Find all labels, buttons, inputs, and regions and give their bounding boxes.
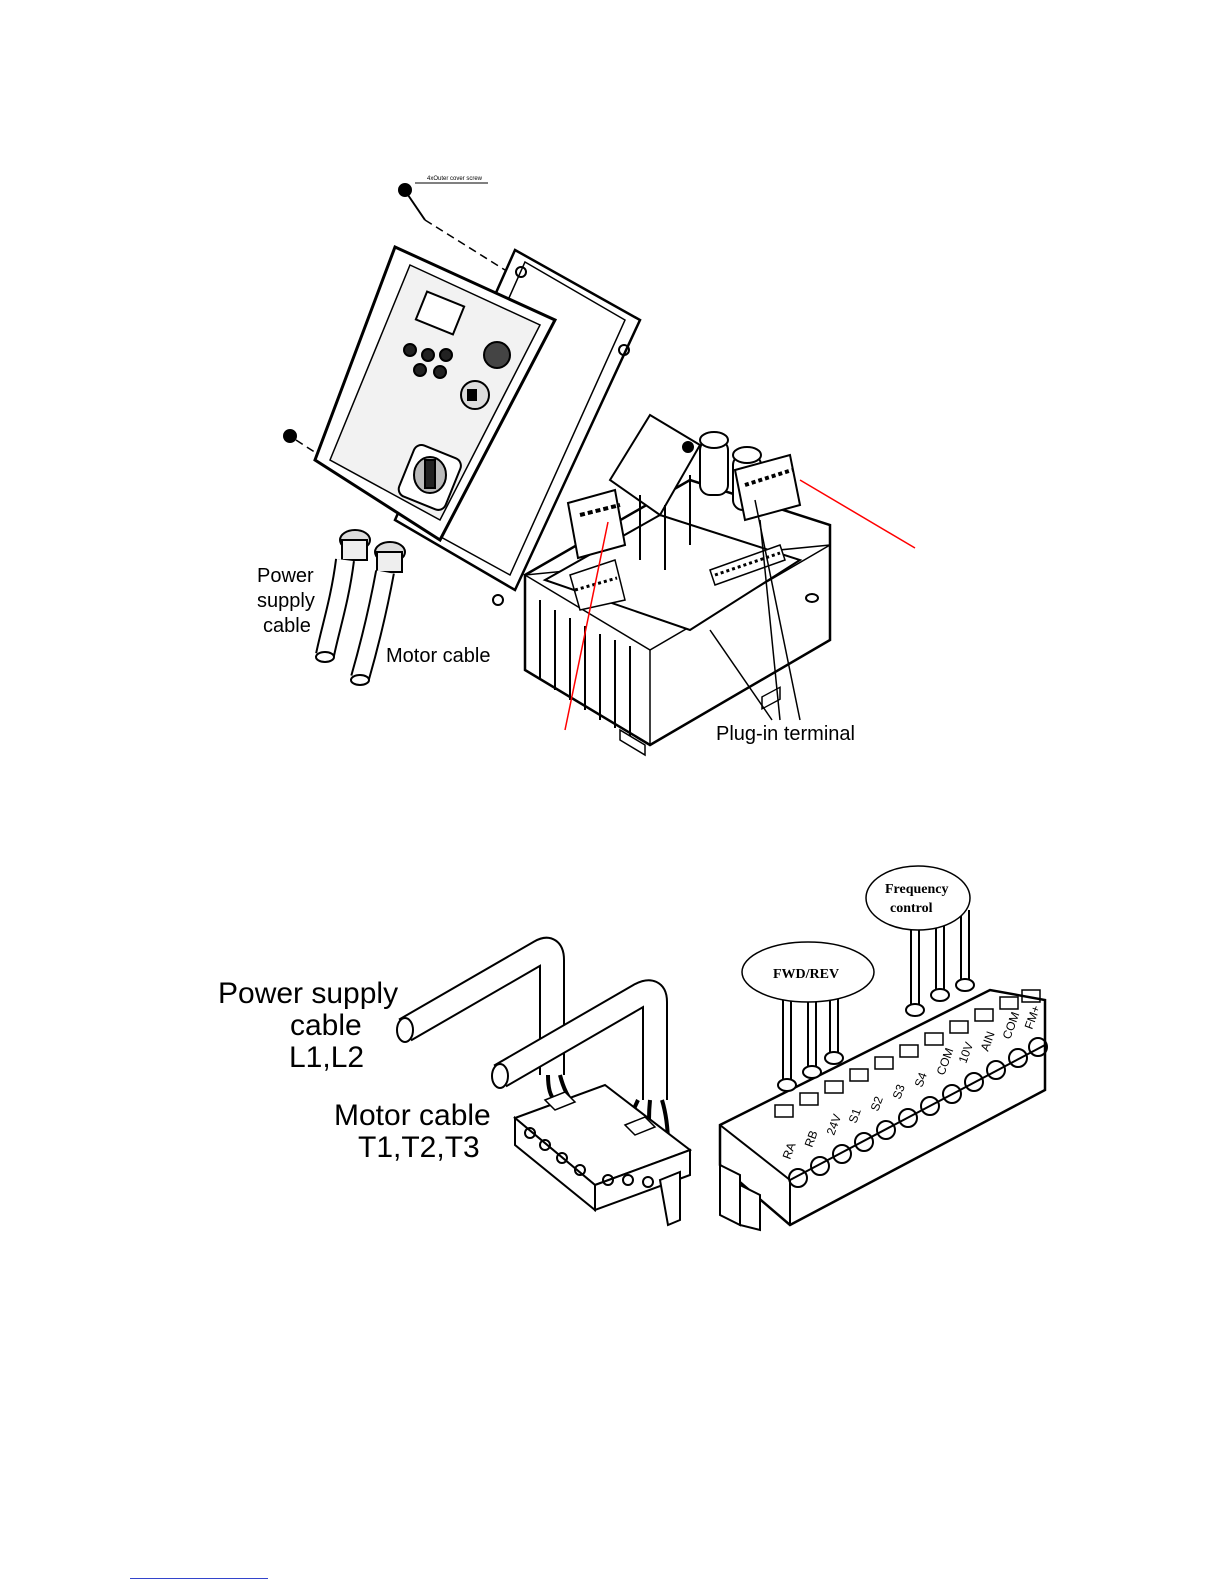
freq-label-line1: Frequency (885, 882, 949, 897)
power-supply-cable (316, 560, 345, 662)
power-cable-label-line2: supply (257, 590, 315, 612)
screw-label: 4xOuter cover screw (427, 176, 483, 182)
freq-label-line2: control (890, 901, 933, 916)
fwd-rev-label: FWD/REV (773, 967, 839, 982)
power-label-line2: cable (290, 1009, 362, 1042)
motor-cable-label: Motor cable (386, 645, 491, 667)
figure-2-wiring (397, 687, 1047, 1230)
frequency-control-callout (866, 866, 970, 930)
motor-terminal-block (568, 490, 625, 558)
power-label-line3: L1,L2 (289, 1041, 364, 1074)
power-cable-label-line3: cable (263, 615, 311, 637)
motor-cable (351, 572, 385, 685)
footer-link-underline (130, 1578, 268, 1579)
power-label-line1: Power supply (218, 977, 398, 1010)
plugin-terminal-label: Plug-in terminal (716, 723, 855, 745)
motor-label-line1: Motor cable (334, 1099, 491, 1132)
power-cable-label-line1: Power (257, 565, 314, 587)
motor-label-line2: T1,T2,T3 (358, 1131, 480, 1164)
